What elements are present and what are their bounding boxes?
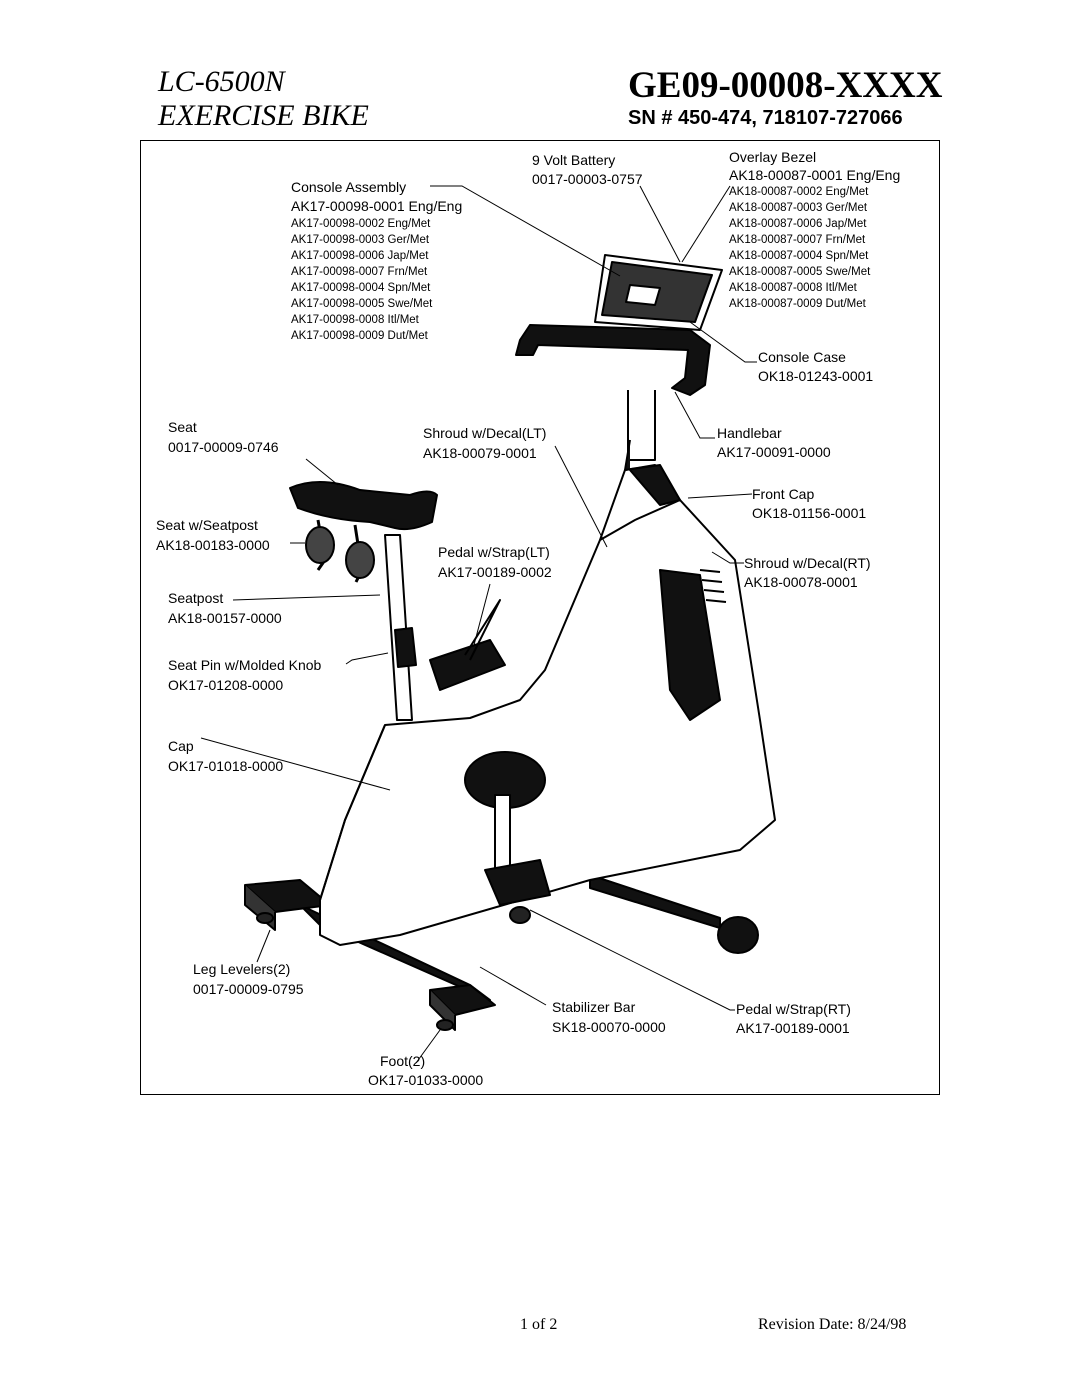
cap-part-number: OK17-01018-0000	[168, 758, 284, 774]
overlay-bezel-part-number: AK18-00087-0001 Eng/Eng	[729, 167, 901, 183]
seatpost-label: Seatpost	[168, 590, 224, 606]
console-assembly-variant: AK17-00098-0003 Ger/Met	[291, 234, 430, 246]
seatpost-part-number: AK18-00157-0000	[168, 610, 282, 626]
overlay-bezel-variant: AK18-00087-0007 Frn/Met	[729, 234, 866, 246]
shroud-lt-part-number: AK18-00079-0001	[423, 445, 537, 461]
overlay-bezel-label: Overlay Bezel	[729, 149, 817, 165]
overlay-bezel-variant: AK18-00087-0006 Jap/Met	[729, 218, 867, 230]
stabilizer-bar-label: Stabilizer Bar	[552, 999, 636, 1015]
leg-levelers-label: Leg Levelers(2)	[193, 961, 291, 977]
handlebar-label: Handlebar	[717, 425, 782, 441]
console-assembly-variant: AK17-00098-0002 Eng/Met	[291, 218, 431, 230]
overlay-bezel-variant: AK18-00087-0004 Spn/Met	[729, 250, 869, 262]
seat-seatpost-part-number: AK18-00183-0000	[156, 537, 270, 553]
overlay-bezel-variant: AK18-00087-0003 Ger/Met	[729, 202, 868, 214]
stabilizer-bar-part-number: SK18-00070-0000	[552, 1019, 666, 1035]
cap-label: Cap	[168, 738, 194, 754]
console-assembly-variant: AK17-00098-0007 Frn/Met	[291, 266, 428, 278]
console-assembly-variant: AK17-00098-0008 Itl/Met	[291, 314, 419, 326]
seat-part-number: 0017-00009-0746	[168, 439, 279, 455]
shroud-rt-label: Shroud w/Decal(RT)	[744, 555, 871, 571]
front-cap-label: Front Cap	[752, 486, 815, 502]
console-case-label: Console Case	[758, 349, 846, 365]
battery-label: 9 Volt Battery	[532, 152, 616, 168]
overlay-bezel-variant: AK18-00087-0009 Dut/Met	[729, 298, 866, 310]
model-description: EXERCISE BIKE	[158, 99, 369, 132]
battery-part-number: 0017-00003-0757	[532, 171, 643, 187]
shroud-rt-part-number: AK18-00078-0001	[744, 574, 858, 590]
pedal-lt-label: Pedal w/Strap(LT)	[438, 544, 550, 560]
leg-levelers-part-number: 0017-00009-0795	[193, 981, 304, 997]
console-assembly-label: Console Assembly	[291, 179, 407, 195]
model-number: LC-6500N	[158, 65, 285, 98]
console-assembly-variant: AK17-00098-0005 Swe/Met	[291, 298, 433, 310]
console-assembly-variant: AK17-00098-0009 Dut/Met	[291, 330, 428, 342]
parts-diagram-frame	[140, 140, 940, 1095]
console-assembly-variant: AK17-00098-0006 Jap/Met	[291, 250, 429, 262]
console-case-part-number: OK18-01243-0001	[758, 368, 874, 384]
front-cap-part-number: OK18-01156-0001	[752, 505, 867, 521]
overlay-bezel-variant: AK18-00087-0002 Eng/Met	[729, 186, 869, 198]
foot-label: Foot(2)	[380, 1053, 426, 1069]
foot-part-number: OK17-01033-0000	[368, 1072, 484, 1088]
seat-seatpost-label: Seat w/Seatpost	[156, 517, 258, 533]
handlebar-part-number: AK17-00091-0000	[717, 444, 831, 460]
seat-pin-part-number: OK17-01208-0000	[168, 677, 284, 693]
seat-label: Seat	[168, 419, 197, 435]
pedal-lt-part-number: AK17-00189-0002	[438, 564, 552, 580]
console-assembly-part-number: AK17-00098-0001 Eng/Eng	[291, 198, 463, 214]
pedal-rt-part-number: AK17-00189-0001	[736, 1020, 850, 1036]
seat-pin-label: Seat Pin w/Molded Knob	[168, 657, 322, 673]
document-number: GE09-00008-XXXX	[628, 65, 943, 106]
page-number: 1 of 2	[520, 1316, 558, 1333]
revision-date: Revision Date: 8/24/98	[758, 1316, 907, 1333]
overlay-bezel-variant: AK18-00087-0008 Itl/Met	[729, 282, 857, 294]
overlay-bezel-variant: AK18-00087-0005 Swe/Met	[729, 266, 871, 278]
serial-range: SN # 450-474, 718107-727066	[628, 107, 903, 129]
pedal-rt-label: Pedal w/Strap(RT)	[736, 1001, 851, 1017]
shroud-lt-label: Shroud w/Decal(LT)	[423, 425, 547, 441]
console-assembly-variant: AK17-00098-0004 Spn/Met	[291, 282, 431, 294]
